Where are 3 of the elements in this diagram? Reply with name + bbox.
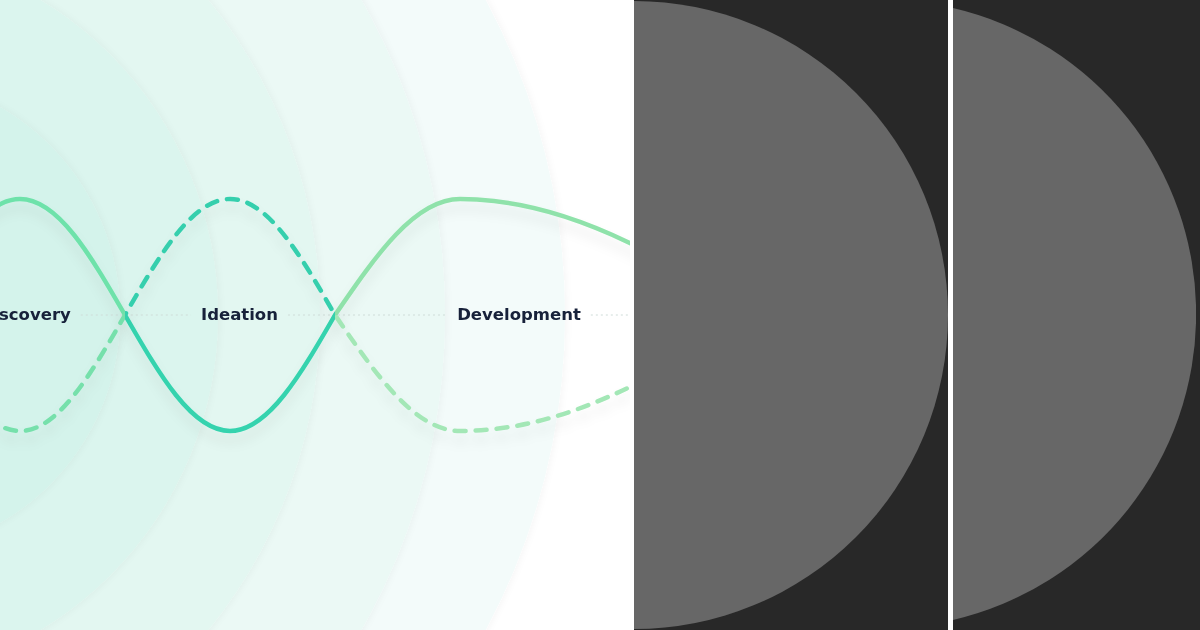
phase-label: scovery	[0, 304, 71, 326]
phase-label: Ideation	[201, 304, 278, 326]
phase-label: Development	[457, 304, 581, 326]
